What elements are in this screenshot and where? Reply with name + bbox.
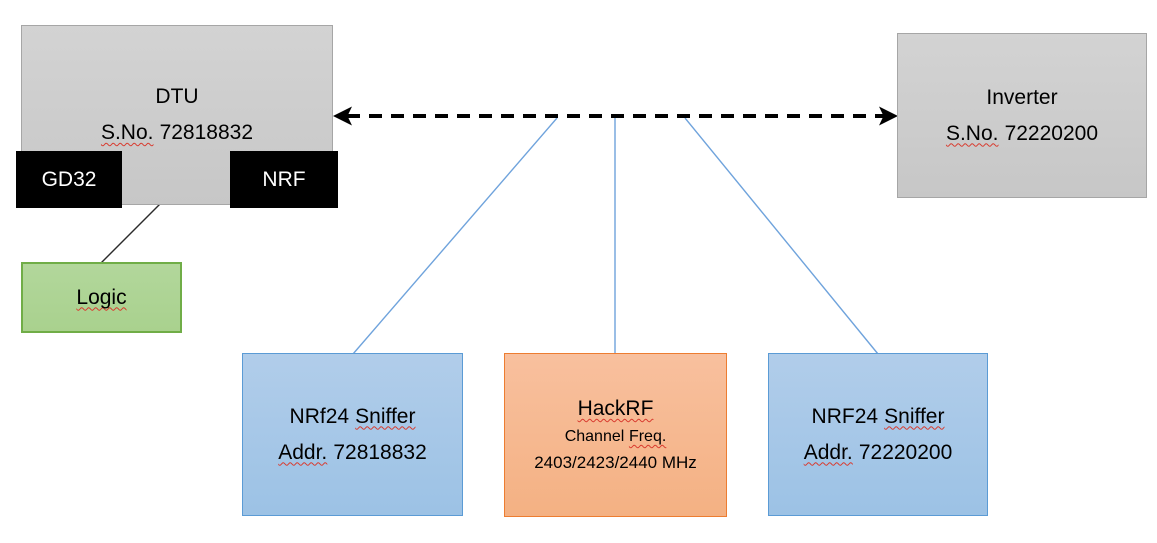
sniffer-right-addr-value: 72220200 xyxy=(858,440,953,464)
inverter-serial-value: 72220200 xyxy=(1004,121,1099,145)
dtu-title: DTU xyxy=(155,85,199,108)
hackrf-frequencies: 2403/2423/2440 MHz xyxy=(534,453,697,472)
nrf-chip: NRF xyxy=(230,151,338,208)
nrf-label: NRF xyxy=(262,167,306,191)
hackrf-title: HackRF xyxy=(577,397,654,420)
sniffer-left-connector-line xyxy=(352,117,558,355)
logic-box: Logic xyxy=(21,262,182,333)
inverter-box: Inverter S.No.72220200 xyxy=(897,33,1147,198)
hackrf-subtitle-prefix: Channel xyxy=(564,428,625,445)
arrowhead-left-icon xyxy=(333,106,352,126)
gd32-label: GD32 xyxy=(41,167,97,191)
inverter-title: Inverter xyxy=(986,85,1058,109)
sniffer-left-name-word: Sniffer xyxy=(355,404,416,428)
dtu-serial-label: S.No. xyxy=(100,121,154,144)
dtu-serial-value: 72818832 xyxy=(159,121,254,144)
sniffer-right-addr-label: Addr. xyxy=(803,440,853,464)
gd32-chip: GD32 xyxy=(16,151,122,208)
sniffer-left-name-prefix: NRf24 xyxy=(289,404,350,428)
inverter-serial-label: S.No. xyxy=(945,121,999,145)
sniffer-right-addr: Addr.72220200 xyxy=(804,435,953,471)
sniffer-left-addr-label: Addr. xyxy=(278,440,328,464)
sniffer-left-addr-value: 72818832 xyxy=(333,440,427,464)
inverter-serial: S.No.72220200 xyxy=(946,116,1098,152)
logic-label: Logic xyxy=(76,285,127,309)
sniffer-left-addr: Addr.72818832 xyxy=(278,435,427,471)
arrowhead-right-icon xyxy=(879,106,898,126)
dtu-serial: S.No.72818832 xyxy=(101,115,253,151)
sniffer-right-name-prefix: NRF24 xyxy=(811,404,879,428)
hackrf-subtitle-word: Freq. xyxy=(628,428,667,445)
sniffer-right-name-word: Sniffer xyxy=(884,404,945,428)
sniffer-right-connector-line xyxy=(684,117,879,355)
